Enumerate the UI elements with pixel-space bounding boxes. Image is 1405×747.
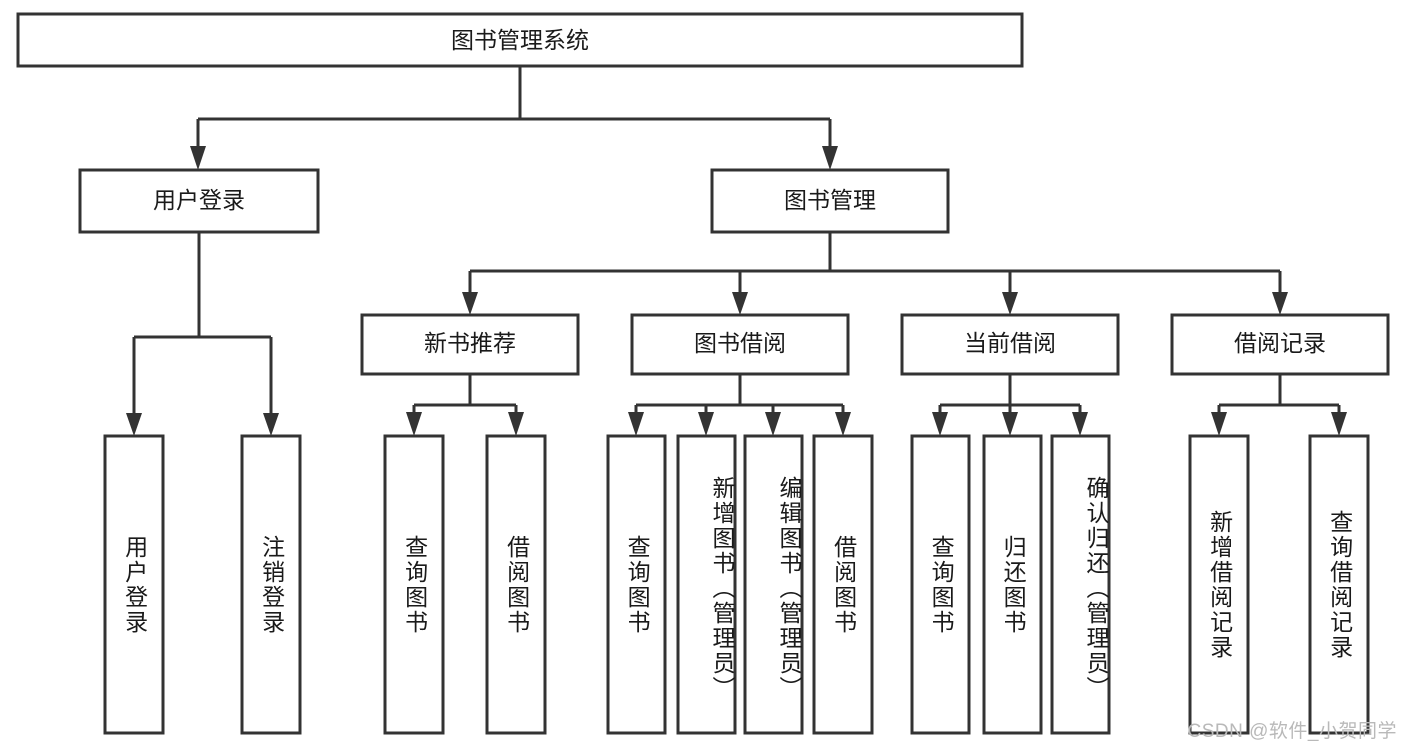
leaf-boxes-layer (103, 434, 1370, 735)
arrow-head-user-login (190, 146, 206, 170)
leaf-box-add-record[interactable] (1188, 434, 1250, 735)
leaf-box-borrow-book-2[interactable] (812, 434, 874, 735)
connectors-layer (126, 66, 1347, 436)
arrow-head-book-manage (822, 146, 838, 170)
arrow-head-leaf-borrow-book-1 (508, 412, 524, 436)
node-new-book-recommend-label: 新书推荐 (424, 330, 516, 356)
node-user-login[interactable]: 用户登录 (78, 168, 320, 234)
node-user-login-label: 用户登录 (153, 187, 245, 213)
leaf-box-query-record[interactable] (1308, 434, 1370, 735)
node-book-borrow-label: 图书借阅 (694, 330, 786, 356)
leaf-box-query-book-3[interactable] (910, 434, 971, 735)
arrow-head-leaf-confirm-return (1072, 412, 1088, 436)
edge-root-to-level2 (190, 66, 838, 170)
arrow-head-book-borrow (732, 292, 748, 315)
node-book-manage[interactable]: 图书管理 (710, 168, 950, 234)
node-root[interactable]: 图书管理系统 (16, 12, 1024, 68)
arrow-head-leaf-query-record (1331, 412, 1347, 436)
node-current-borrow[interactable]: 当前借阅 (900, 313, 1120, 376)
arrow-head-leaf-edit-book (765, 412, 781, 436)
edge-book-manage-to-level3 (462, 232, 1288, 315)
edge-book-borrow-to-leaves (628, 374, 851, 436)
edge-user-login-to-leaves (126, 232, 279, 436)
leaf-box-confirm-return[interactable] (1050, 434, 1111, 735)
node-new-book-recommend-box[interactable] (360, 313, 580, 376)
node-new-book-recommend[interactable]: 新书推荐 (360, 313, 580, 376)
arrow-head-leaf-query-book-2 (628, 412, 644, 436)
arrow-head-leaf-query-book-3 (932, 412, 948, 436)
node-borrow-record-label: 借阅记录 (1234, 330, 1326, 356)
edge-current-borrow-to-leaves (932, 374, 1088, 436)
arrow-head-current-borrow (1002, 292, 1018, 315)
node-root-label: 图书管理系统 (451, 27, 589, 53)
node-borrow-record[interactable]: 借阅记录 (1170, 313, 1390, 376)
node-current-borrow-box[interactable] (900, 313, 1120, 376)
nodes-layer: 图书管理系统 用户登录 图书管理 新书推荐 图书借阅 当前 (16, 12, 1390, 735)
arrow-head-leaf-return-book (1002, 412, 1018, 436)
node-current-borrow-label: 当前借阅 (964, 330, 1056, 356)
node-book-borrow-box[interactable] (630, 313, 850, 376)
csdn-watermark: CSDN @软件_小贺同学 (1187, 721, 1397, 742)
node-borrow-record-box[interactable] (1170, 313, 1390, 376)
leaf-box-user-login[interactable] (103, 434, 165, 735)
edge-borrow-record-to-leaves (1211, 374, 1347, 436)
arrow-head-leaf-query-book-1 (406, 412, 422, 436)
leaf-box-return-book[interactable] (982, 434, 1043, 735)
node-book-manage-box[interactable] (710, 168, 950, 234)
edge-new-book-recommend-to-leaves (406, 374, 524, 436)
arrow-head-leaf-borrow-book-2 (835, 412, 851, 436)
arrow-head-leaf-logout (263, 413, 279, 436)
leaf-box-edit-book[interactable] (743, 434, 804, 735)
arrow-head-leaf-add-record (1211, 412, 1227, 436)
arrow-head-new-book-recommend (462, 292, 478, 315)
node-root-box[interactable] (16, 12, 1024, 68)
leaf-box-query-book-1[interactable] (383, 434, 445, 735)
arrow-head-leaf-add-book (698, 412, 714, 436)
leaf-box-query-book-2[interactable] (606, 434, 667, 735)
arrow-head-borrow-record (1272, 292, 1288, 315)
leaf-box-add-book[interactable] (676, 434, 737, 735)
arrow-head-leaf-user-login (126, 413, 142, 436)
node-user-login-box[interactable] (78, 168, 320, 234)
leaf-box-borrow-book-1[interactable] (485, 434, 547, 735)
node-book-manage-label: 图书管理 (784, 187, 876, 213)
node-book-borrow[interactable]: 图书借阅 (630, 313, 850, 376)
leaf-box-logout[interactable] (240, 434, 302, 735)
